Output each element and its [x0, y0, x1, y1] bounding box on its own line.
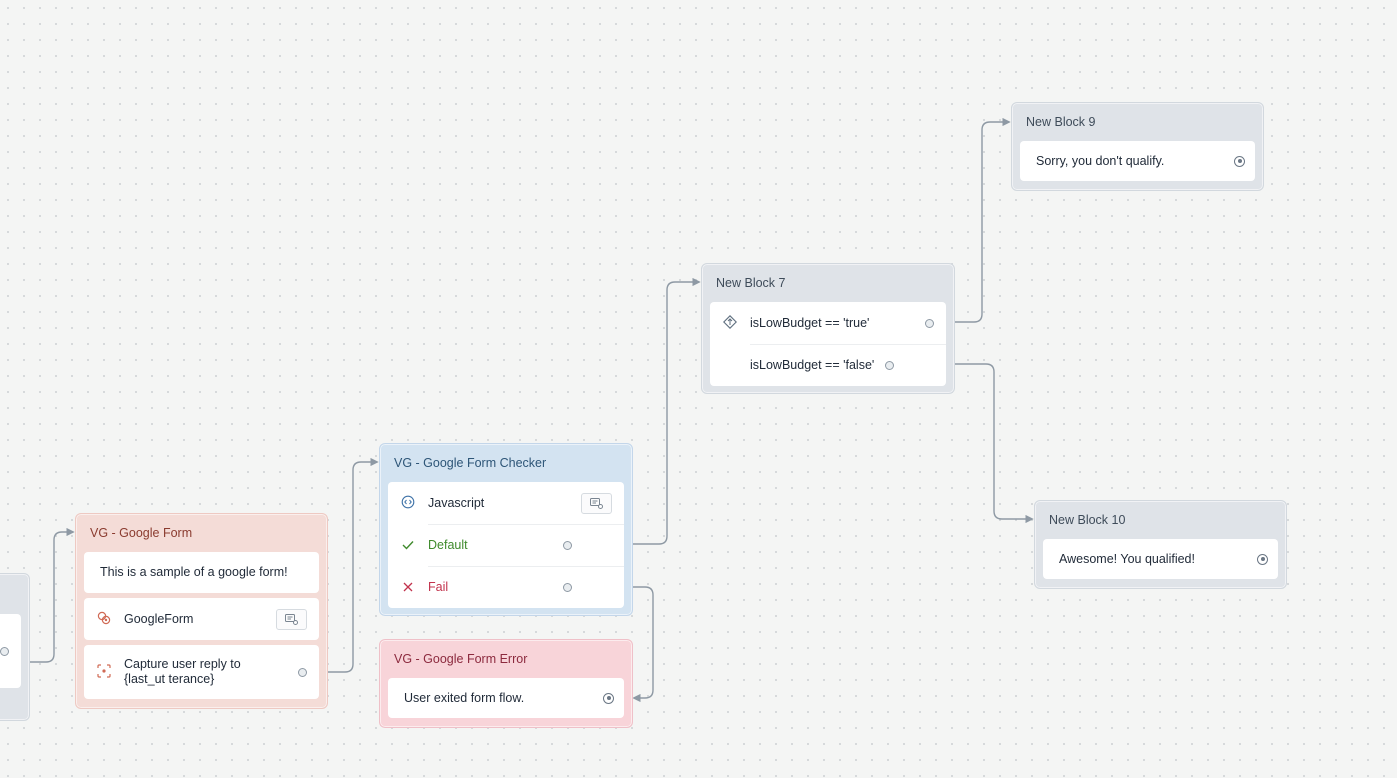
- code-label: Javascript: [428, 495, 485, 510]
- capture-icon: [84, 663, 124, 681]
- condition-step[interactable]: isLowBudget == 'true' isLowBudget == 'fa…: [710, 302, 946, 386]
- output-port[interactable]: [563, 583, 572, 592]
- block-google-form[interactable]: VG - Google Form This is a sample of a g…: [75, 513, 328, 709]
- default-label: Default: [428, 538, 468, 552]
- capture-step[interactable]: Capture user reply to {last_ut terance}: [84, 645, 319, 699]
- end-flow-icon: [603, 692, 614, 704]
- offscreen-step[interactable]: [0, 614, 21, 688]
- block-title: New Block 7: [716, 276, 786, 290]
- output-port[interactable]: [563, 541, 572, 550]
- output-port[interactable]: [925, 318, 934, 328]
- capture-label: Capture user reply to {last_ut terance}: [124, 657, 241, 686]
- edit-form-icon[interactable]: [581, 492, 612, 514]
- path-fail[interactable]: Fail: [403, 566, 624, 608]
- text-step-label: This is a sample of a google form!: [100, 565, 288, 579]
- condition-false-label: isLowBudget == 'false': [750, 358, 875, 372]
- edit-form-icon[interactable]: [276, 608, 307, 630]
- block-title: VG - Google Form Checker: [394, 456, 547, 470]
- code-step[interactable]: Javascript Default Fail: [388, 482, 624, 608]
- block-offscreen[interactable]: [0, 573, 30, 721]
- path-default[interactable]: Default: [402, 524, 624, 566]
- integration-step[interactable]: GoogleForm: [84, 598, 319, 640]
- text-step[interactable]: Sorry, you don't qualify.: [1020, 141, 1255, 181]
- text-step[interactable]: User exited form flow.: [388, 678, 624, 718]
- condition-icon: [710, 314, 750, 332]
- message-label: User exited form flow.: [404, 690, 525, 705]
- block-new-block-7[interactable]: New Block 7 isLowBudget == 'true' isLowB…: [701, 263, 955, 394]
- end-flow-icon: [1257, 553, 1268, 565]
- output-port[interactable]: [885, 361, 894, 370]
- block-title: VG - Google Form: [90, 526, 193, 540]
- block-new-block-9[interactable]: New Block 9 Sorry, you don't qualify.: [1011, 102, 1264, 191]
- code-icon: [388, 495, 428, 512]
- condition-true[interactable]: isLowBudget == 'true': [710, 302, 946, 344]
- integration-label: GoogleForm: [124, 611, 194, 626]
- output-port[interactable]: [0, 646, 9, 656]
- condition-false[interactable]: isLowBudget == 'false': [750, 344, 946, 386]
- close-icon: [388, 581, 428, 595]
- block-google-form-error[interactable]: VG - Google Form Error User exited form …: [379, 639, 633, 728]
- block-google-form-checker[interactable]: VG - Google Form Checker Javascript Defa…: [379, 443, 633, 616]
- end-flow-icon: [1234, 155, 1245, 167]
- condition-true-label: isLowBudget == 'true': [750, 315, 870, 330]
- output-port[interactable]: [298, 667, 307, 677]
- check-icon: [388, 539, 428, 553]
- fail-label: Fail: [428, 580, 449, 594]
- block-new-block-10[interactable]: New Block 10 Awesome! You qualified!: [1034, 500, 1287, 589]
- text-step[interactable]: Awesome! You qualified!: [1043, 539, 1278, 579]
- block-title: New Block 9: [1026, 115, 1096, 129]
- text-step[interactable]: This is a sample of a google form!: [84, 552, 319, 593]
- message-label: Sorry, you don't qualify.: [1036, 153, 1165, 168]
- block-title: VG - Google Form Error: [394, 652, 528, 666]
- block-title: New Block 10: [1049, 513, 1126, 527]
- google-form-icon: [84, 611, 124, 628]
- message-label: Awesome! You qualified!: [1059, 551, 1195, 566]
